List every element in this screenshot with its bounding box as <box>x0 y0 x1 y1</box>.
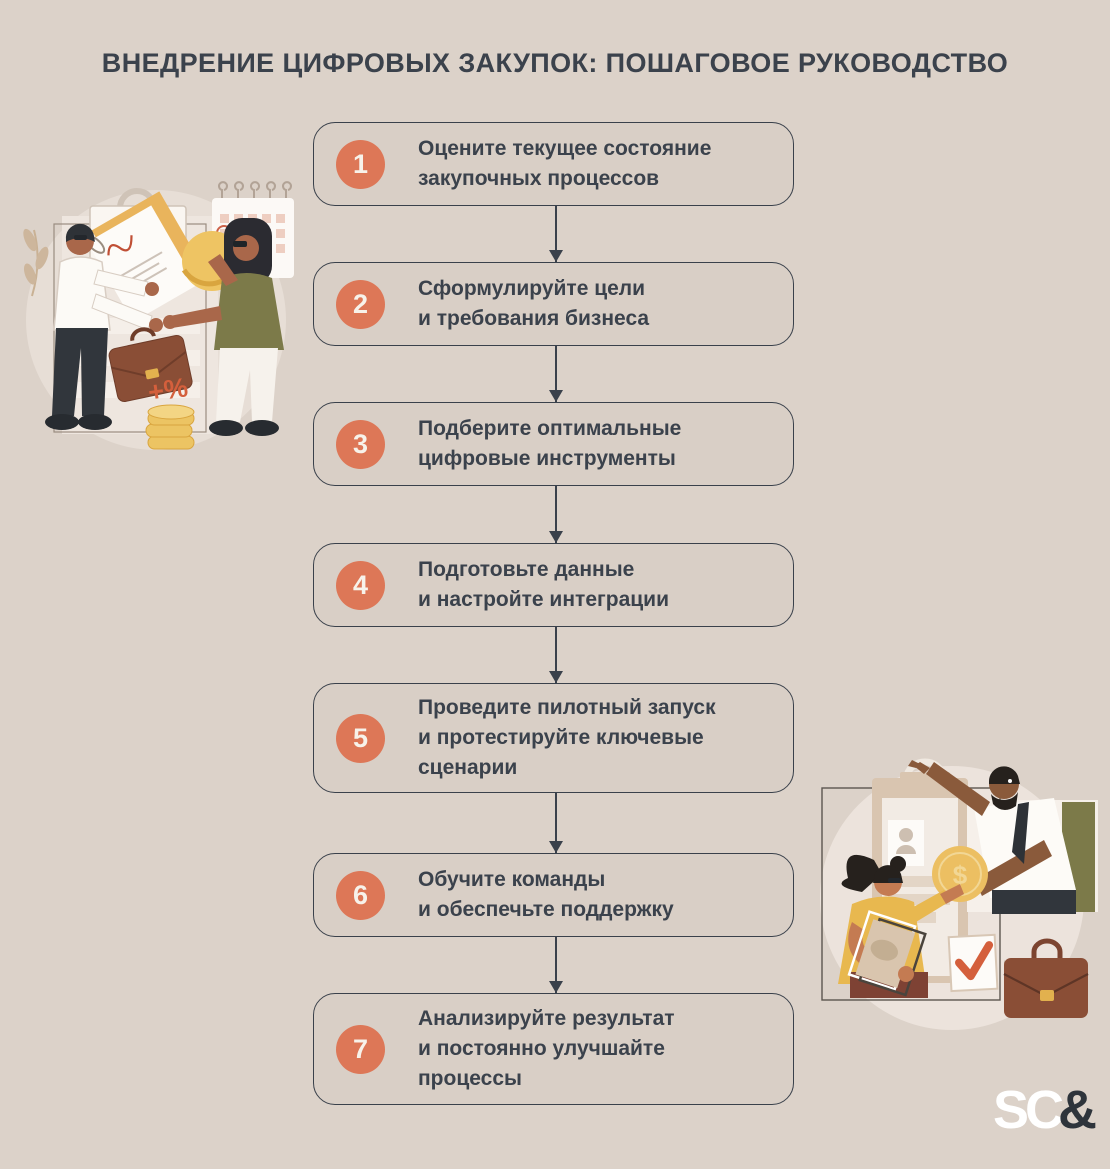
arrowhead-icon <box>549 671 563 683</box>
step-label: Оцените текущее состояние закупочных про… <box>418 137 712 190</box>
man-figure <box>45 223 163 430</box>
flow-arrow-down <box>549 206 563 262</box>
step-number-badge: 4 <box>336 560 385 610</box>
flow-arrow-down <box>549 793 563 853</box>
brand-logo-ampersand: & <box>1058 1080 1097 1140</box>
checkbox-icon <box>947 933 999 993</box>
step-number-badge: 2 <box>336 279 385 329</box>
step-number-badge: 3 <box>336 419 385 469</box>
flow-arrow-down <box>549 937 563 993</box>
payment-handover-illustration: $ <box>820 758 1098 1030</box>
dollar-label: $ <box>953 860 968 890</box>
woman-figure <box>163 218 284 436</box>
brand-logo-sc: SC <box>993 1080 1064 1140</box>
step-label: Проведите пилотный запуск и протестируйт… <box>418 696 716 779</box>
step-box-3: 3 Подберите оптимальные цифровые инструм… <box>313 402 794 486</box>
arrowhead-icon <box>549 250 563 262</box>
step-label: Анализируйте результат и постоянно улучш… <box>418 1007 675 1090</box>
flow-arrow-down <box>549 346 563 402</box>
step-box-5: 5 Проведите пилотный запуск и протестиру… <box>313 683 794 793</box>
woman-figure <box>838 854 964 998</box>
flow-arrow-down <box>549 486 563 543</box>
step-label: Подберите оптимальные цифровые инструмен… <box>418 417 682 470</box>
step-label: Подготовьте данные и настройте интеграци… <box>418 558 669 611</box>
step-box-6: 6 Обучите команды и обеспечьте поддержку <box>313 853 794 937</box>
step-number-badge: 6 <box>336 870 385 920</box>
briefcase-icon <box>1003 938 1089 1018</box>
briefcase-icon <box>108 327 193 403</box>
step-number-badge: 5 <box>336 713 385 763</box>
man-figure <box>908 760 1076 914</box>
step-label: Обучите команды и обеспечьте поддержку <box>418 868 674 921</box>
arrowhead-icon <box>549 531 563 543</box>
coin-stack-icon <box>145 404 195 450</box>
step-box-1: 1 Оцените текущее состояние закупочных п… <box>313 122 794 206</box>
step-number-badge: 7 <box>336 1024 385 1074</box>
step-box-2: 2 Сформулируйте цели и требования бизнес… <box>313 262 794 346</box>
step-number-badge: 1 <box>336 139 385 189</box>
step-box-7: 7 Анализируйте результат и постоянно улу… <box>313 993 794 1105</box>
page-title: ВНЕДРЕНИЕ ЦИФРОВЫХ ЗАКУПОК: ПОШАГОВОЕ РУ… <box>101 48 1009 78</box>
arrowhead-icon <box>549 981 563 993</box>
flow-arrow-down <box>549 627 563 683</box>
brand-logo: SC& <box>993 1080 1097 1140</box>
step-box-4: 4 Подготовьте данные и настройте интегра… <box>313 543 794 627</box>
deal-exchange-illustration: +% <box>23 181 294 450</box>
plant-icon <box>23 228 49 297</box>
step-label: Сформулируйте цели и требования бизнеса <box>418 277 650 330</box>
plus-percent-label: +% <box>146 372 190 407</box>
arrowhead-icon <box>549 841 563 853</box>
dollar-coin-icon: $ <box>932 846 988 902</box>
arrowhead-icon <box>549 390 563 402</box>
